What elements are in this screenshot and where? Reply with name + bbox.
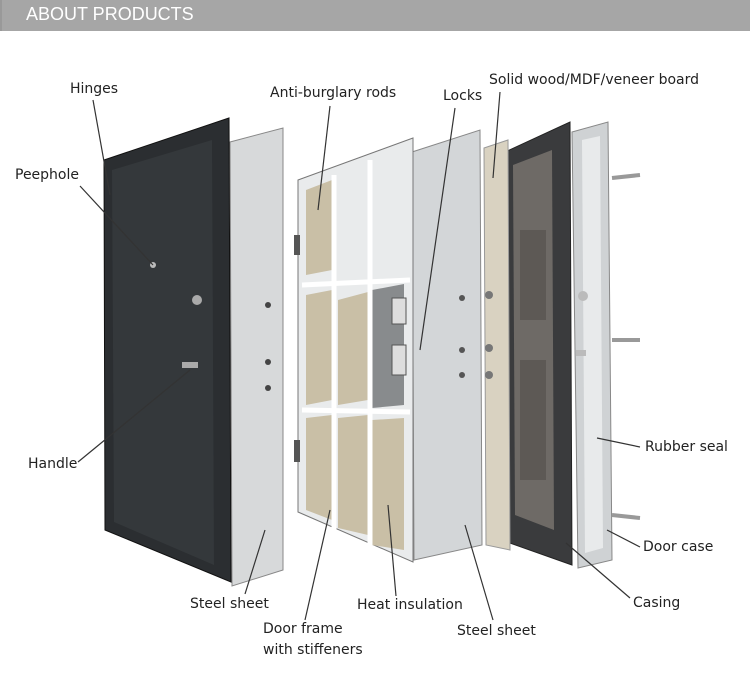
label-anti-burglary-rods: Anti-burglary rods [270, 85, 397, 101]
outer-door [103, 117, 232, 583]
label-locks: Locks [443, 88, 483, 104]
label-rubber-seal: Rubber seal [645, 439, 728, 455]
section-header: ABOUT PRODUCTS [0, 0, 750, 31]
solid-wood-board [483, 139, 511, 551]
steel-sheet-inner [411, 129, 493, 561]
door-frame [294, 137, 414, 563]
label-steel-sheet-1: Steel sheet [190, 596, 269, 612]
label-door-case: Door case [643, 539, 714, 555]
label-door-frame: Door frame with stiffeners [263, 619, 363, 661]
door-case [571, 121, 641, 569]
label-peephole: Peephole [15, 167, 79, 183]
label-steel-sheet-2: Steel sheet [457, 623, 536, 639]
label-door-frame-line1: Door frame [263, 621, 343, 637]
label-heat-insulation: Heat insulation [357, 597, 463, 613]
label-handle: Handle [28, 456, 78, 472]
label-door-frame-line2: with stiffeners [263, 642, 363, 658]
leader-lines [77, 91, 641, 621]
steel-sheet-outer [229, 127, 284, 587]
label-solid-wood: Solid wood/MDF/veneer board [489, 72, 700, 88]
label-hinges: Hinges [70, 81, 119, 97]
section-title: ABOUT PRODUCTS [26, 4, 194, 24]
casing-panel [504, 121, 588, 566]
label-casing: Casing [633, 595, 681, 611]
